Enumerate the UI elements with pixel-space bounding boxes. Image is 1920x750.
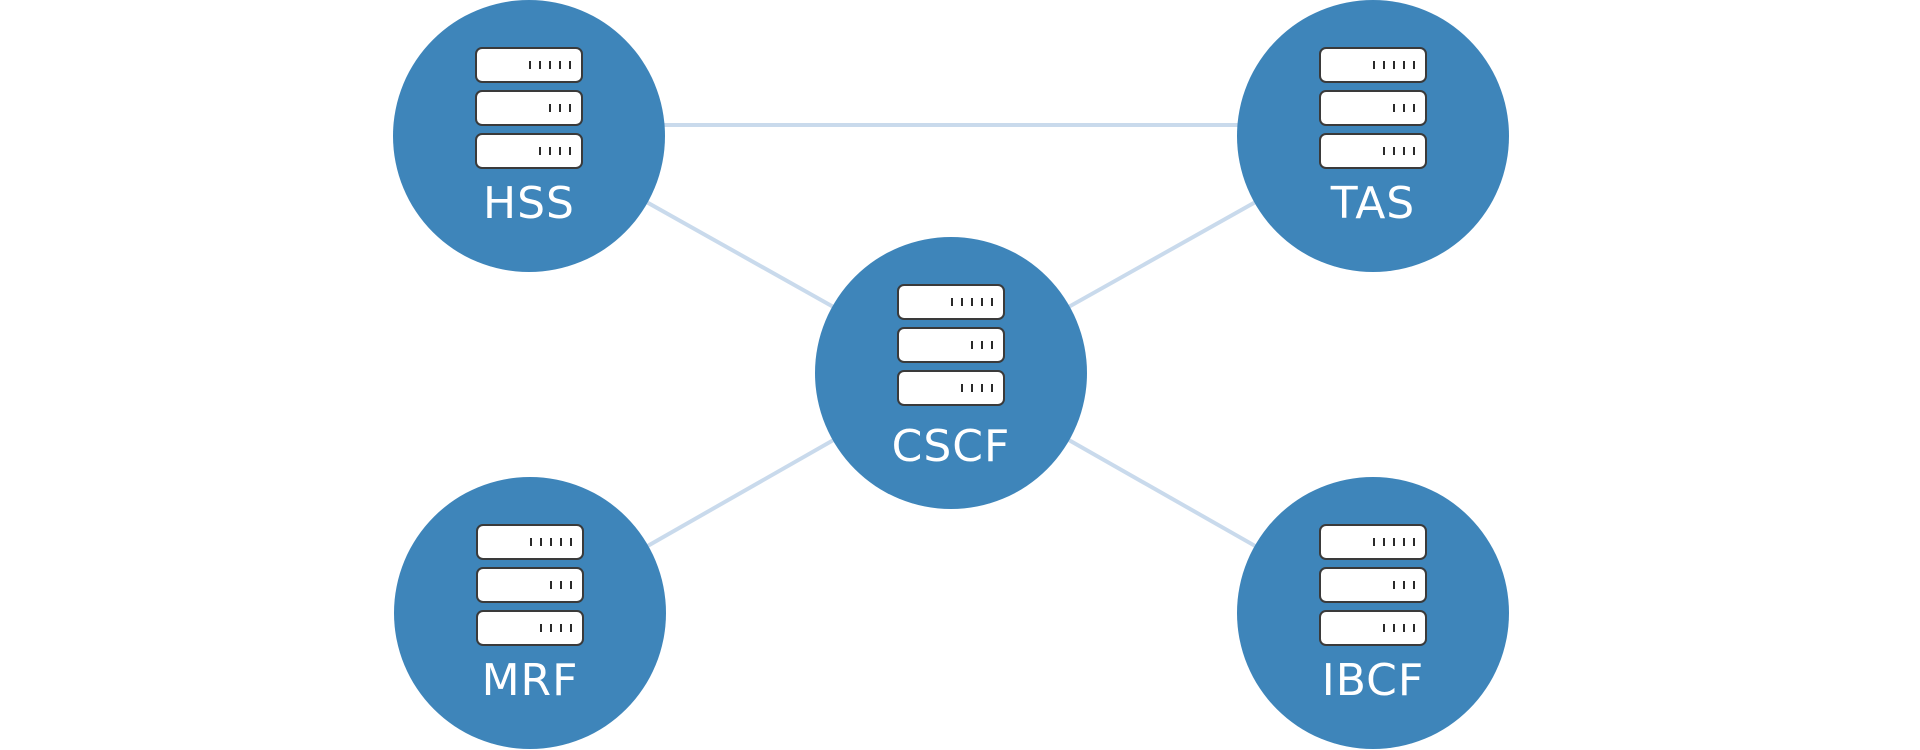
server-rack-icon	[897, 284, 1005, 406]
node-hss[interactable]: HSS	[393, 0, 665, 272]
server-rack-icon	[1319, 47, 1427, 169]
server-rack-icon	[1319, 524, 1427, 646]
server-rack-icon	[476, 524, 584, 646]
node-label-mrf: MRF	[482, 655, 579, 706]
node-label-tas: TAS	[1330, 178, 1416, 229]
node-mrf[interactable]: MRF	[394, 477, 666, 749]
node-cscf[interactable]: CSCF	[815, 237, 1087, 509]
node-ibcf[interactable]: IBCF	[1237, 477, 1509, 749]
server-rack-icon	[475, 47, 583, 169]
node-label-cscf: CSCF	[892, 421, 1011, 472]
node-label-ibcf: IBCF	[1322, 655, 1424, 706]
node-tas[interactable]: TAS	[1237, 0, 1509, 272]
node-label-hss: HSS	[483, 178, 575, 229]
